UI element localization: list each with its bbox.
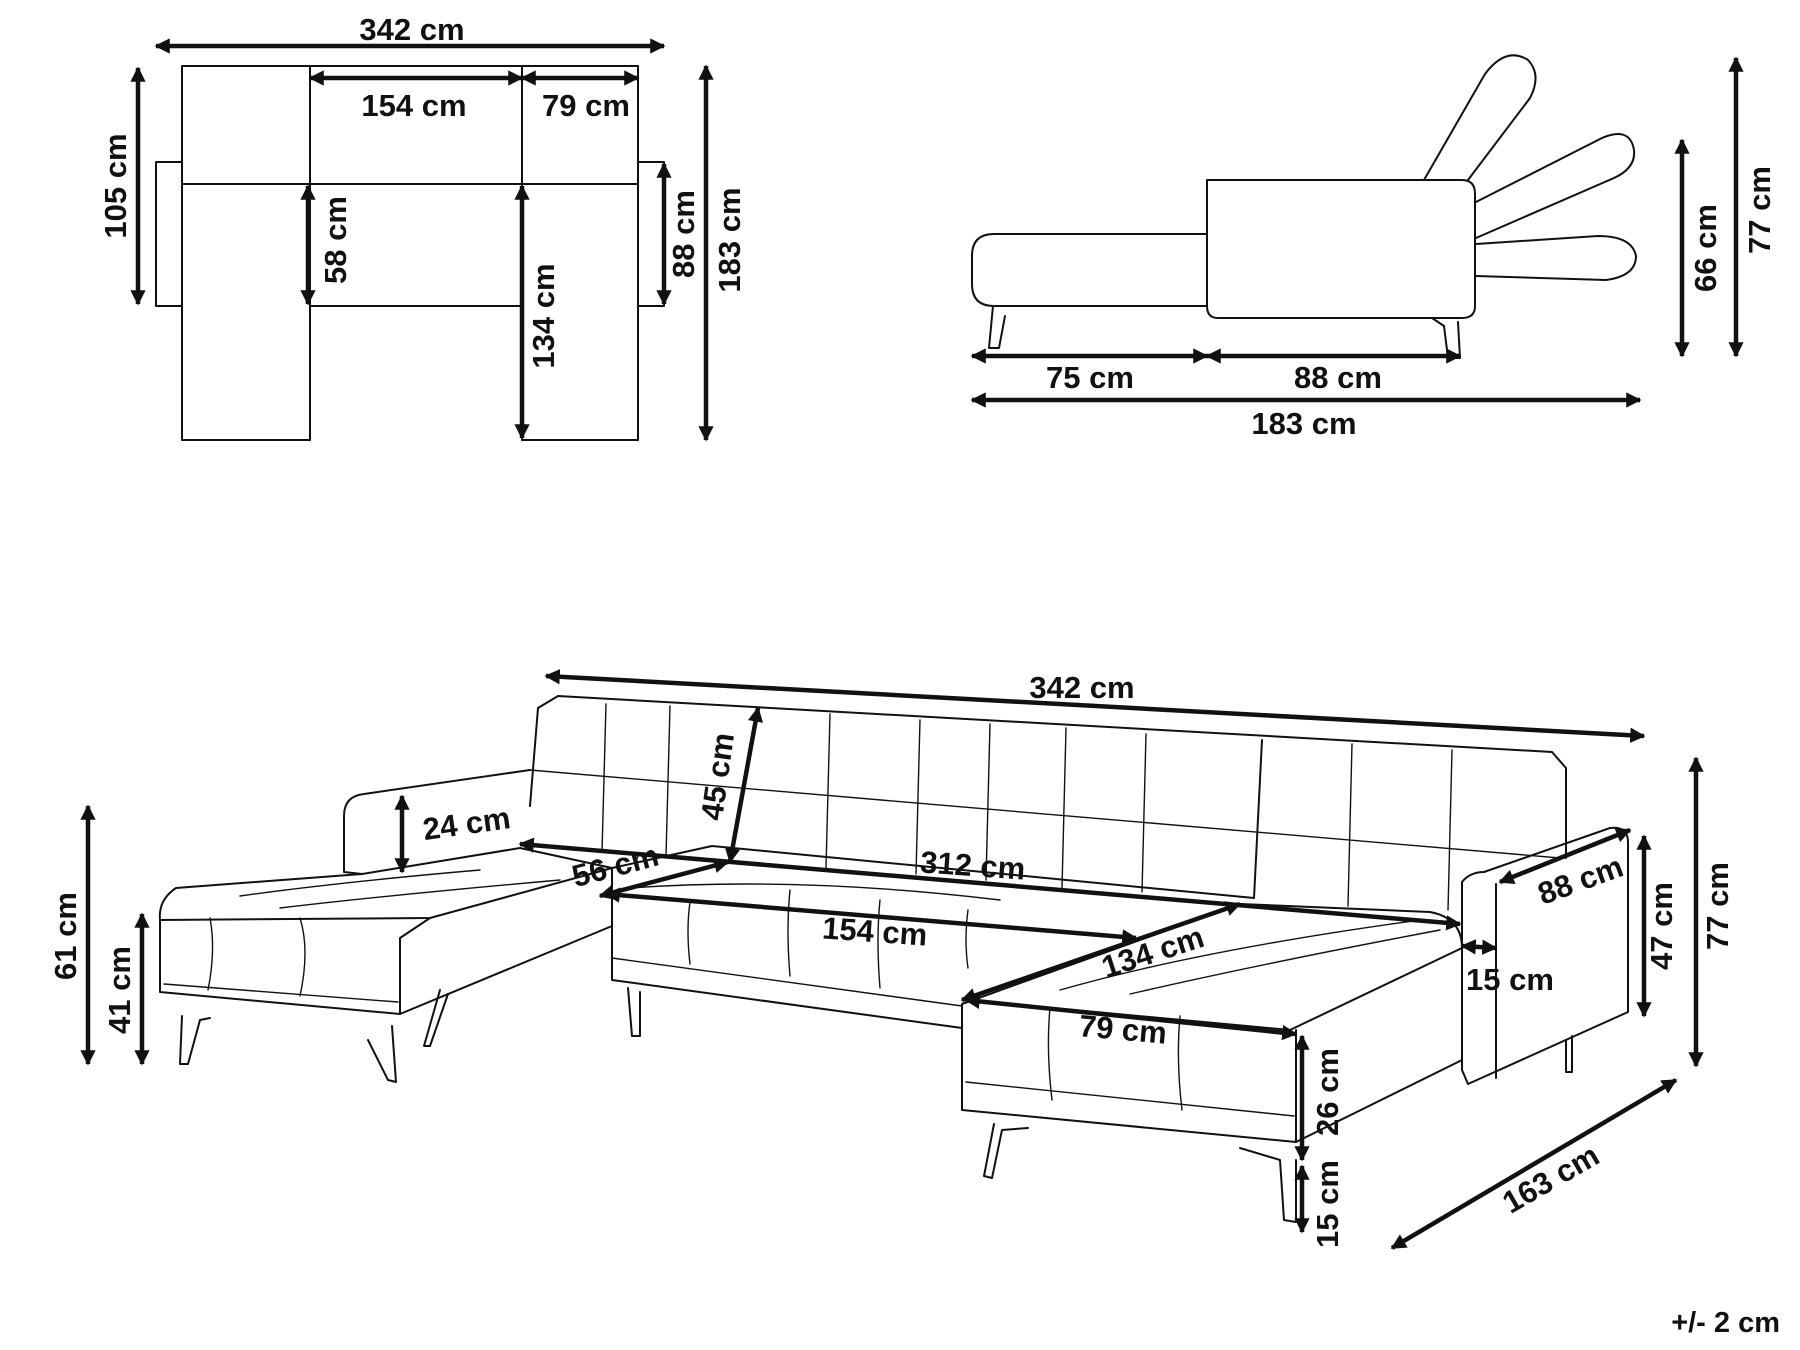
label-persp-total-h: 77 cm bbox=[1700, 862, 1735, 950]
label-top-arm-depth: 88 cm bbox=[666, 190, 701, 278]
label-top-seat-depth: 58 cm bbox=[318, 196, 353, 284]
dimension-lines bbox=[80, 38, 1744, 1250]
side-leg-right bbox=[1431, 317, 1461, 359]
side-back-mid bbox=[1475, 133, 1636, 239]
label-persp-cushion-h: 26 cm bbox=[1310, 1048, 1345, 1136]
dim-line-persp-45 bbox=[724, 706, 764, 864]
label-side-back: 88 cm bbox=[1294, 360, 1382, 395]
dim-line-persp-312 bbox=[518, 837, 1462, 931]
top-left-arm bbox=[155, 161, 183, 307]
label-persp-width: 342 cm bbox=[1029, 670, 1134, 705]
top-left-chaise bbox=[181, 65, 311, 441]
side-back-up bbox=[1423, 54, 1537, 181]
backrest-left-edge bbox=[529, 707, 539, 807]
dim-line-persp-88 bbox=[1498, 827, 1632, 885]
right-chaise-top bbox=[961, 903, 1463, 1031]
label-persp-seat-h: 41 cm bbox=[102, 946, 137, 1034]
side-backrest bbox=[1206, 179, 1476, 319]
label-top-chaise-depth: 134 cm bbox=[526, 263, 561, 368]
dim-line-persp-134 bbox=[960, 901, 1242, 1003]
label-persp-seat-width: 312 cm bbox=[919, 844, 1026, 886]
label-top-inner: 154 cm bbox=[361, 88, 466, 123]
dim-line-persp-79 bbox=[964, 993, 1298, 1041]
side-leg-left bbox=[988, 305, 1006, 349]
label-side-height-mid: 66 cm bbox=[1688, 204, 1723, 292]
dimension-labels: 342 cm 154 cm 79 cm 105 cm 58 cm 134 cm … bbox=[48, 12, 1780, 1339]
label-persp-arm-h: 47 cm bbox=[1644, 882, 1679, 970]
middle-seat-front-line bbox=[611, 957, 963, 1007]
label-persp-height-left: 61 cm bbox=[48, 892, 83, 980]
left-chaise-leg-2 bbox=[367, 1025, 397, 1083]
side-view bbox=[971, 54, 1637, 359]
middle-seat-leg bbox=[627, 987, 641, 1037]
dim-line-persp-15-arm bbox=[1460, 939, 1498, 955]
label-persp-leg-h: 15 cm bbox=[1310, 1160, 1345, 1248]
left-chaise-tufts bbox=[207, 869, 561, 997]
backrest-tuft-row bbox=[529, 769, 1561, 859]
left-chaise-top bbox=[158, 847, 613, 921]
left-chaise-front bbox=[159, 917, 431, 1015]
dim-line-persp-163 bbox=[1390, 1078, 1678, 1250]
side-seat bbox=[971, 233, 1208, 307]
right-chaise-leg-1 bbox=[983, 1123, 1029, 1179]
backrest-split bbox=[1253, 739, 1263, 899]
left-armrest bbox=[343, 769, 531, 875]
label-persp-chaise-w: 79 cm bbox=[1078, 1008, 1169, 1051]
backrest-top bbox=[537, 695, 1567, 859]
dim-line-persp-342 bbox=[544, 669, 1646, 743]
top-right-arm bbox=[637, 161, 665, 307]
side-back-flat bbox=[1475, 235, 1637, 281]
label-persp-middle: 154 cm bbox=[821, 910, 928, 952]
right-armrest-leg bbox=[1565, 1035, 1573, 1073]
label-top-width: 342 cm bbox=[359, 12, 464, 47]
label-top-depth-left: 105 cm bbox=[98, 133, 133, 238]
label-top-chaise: 79 cm bbox=[542, 88, 630, 123]
label-persp-arm-depth: 88 cm bbox=[1533, 849, 1628, 912]
left-chaise-leg-3 bbox=[423, 989, 449, 1047]
left-chaise-leg-1 bbox=[179, 1015, 211, 1065]
right-chaise-base-line bbox=[965, 1081, 1295, 1117]
label-persp-seat-depth: 56 cm bbox=[568, 838, 662, 895]
label-persp-arm-height: 24 cm bbox=[421, 800, 513, 847]
right-chaise-leg-2 bbox=[1239, 1147, 1297, 1223]
label-side-total: 183 cm bbox=[1251, 406, 1356, 441]
label-persp-chaise-len: 134 cm bbox=[1097, 919, 1208, 985]
label-side-seat: 75 cm bbox=[1046, 360, 1134, 395]
label-persp-arm-w: 15 cm bbox=[1466, 962, 1554, 997]
label-persp-back-height: 45 cm bbox=[694, 731, 741, 823]
label-side-height-full: 77 cm bbox=[1742, 166, 1777, 254]
perspective-view bbox=[158, 695, 1629, 1223]
left-chaise-base-line bbox=[163, 983, 399, 1003]
top-backrest bbox=[309, 65, 639, 185]
label-top-total-depth: 183 cm bbox=[712, 187, 747, 292]
tolerance-note: +/- 2 cm bbox=[1671, 1307, 1780, 1339]
